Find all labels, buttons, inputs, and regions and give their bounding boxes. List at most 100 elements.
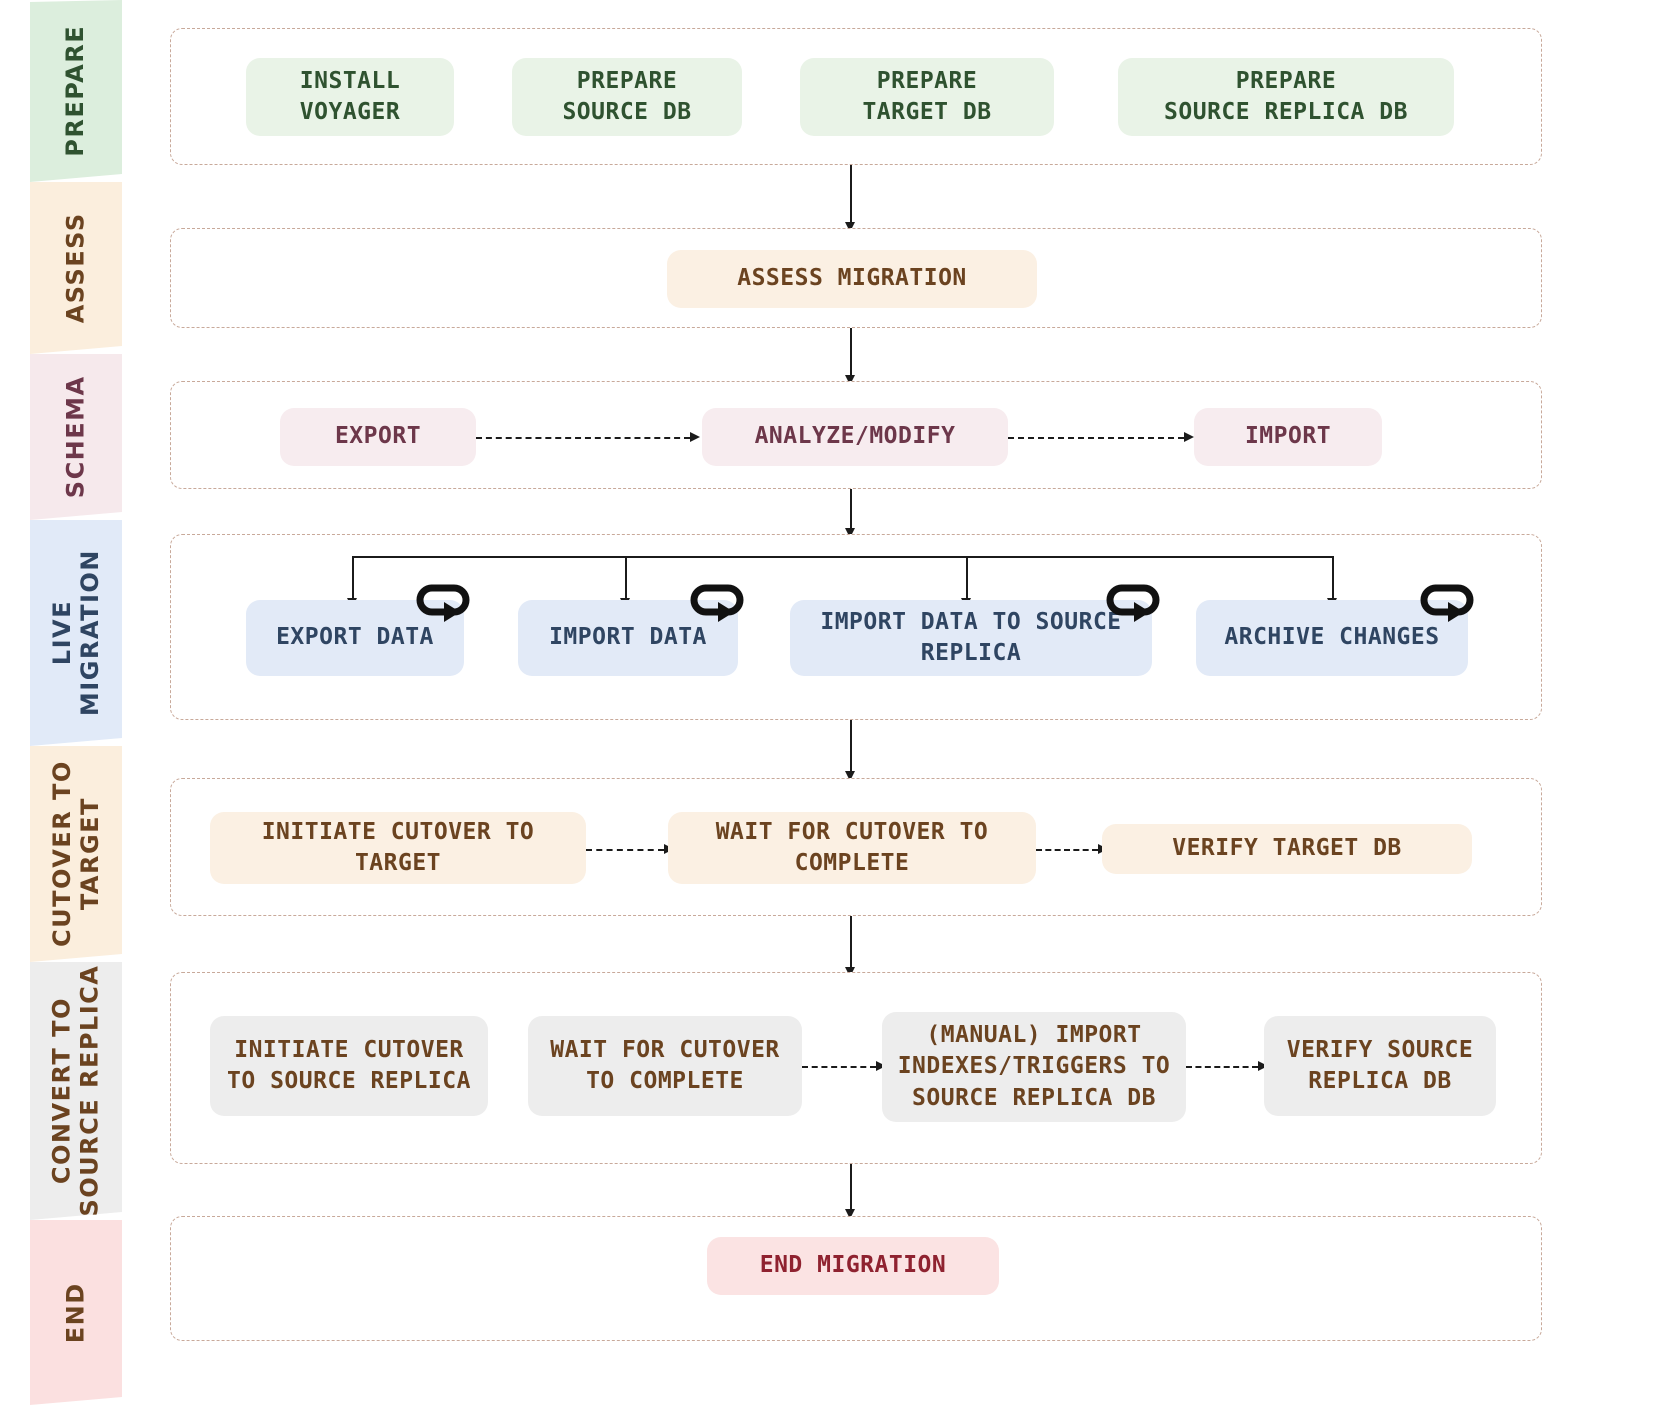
phase-ribbon: PREPARE ASSESS SCHEMA LIVE MIGRATION — [30, 0, 122, 1405]
phase-band-prepare: PREPARE — [30, 0, 122, 182]
node-import-data-to-source-replica-line2: REPLICA — [920, 640, 1022, 666]
connector-wait-to-manual-import — [802, 1066, 876, 1068]
node-prepare-source-db-line2: SOURCE DB — [562, 99, 692, 125]
loop-icon-archive-changes — [1420, 584, 1474, 622]
phase-band-end-shape — [30, 1220, 122, 1405]
node-export-data-label: EXPORT DATA — [276, 624, 434, 651]
node-end-migration-label: END MIGRATION — [759, 1252, 947, 1279]
phase-band-assess-shape — [30, 182, 122, 354]
connector-live-fanout-bus — [352, 556, 1332, 558]
node-prepare-target-db-line2: TARGET DB — [862, 99, 992, 125]
node-wait-for-cutover-to-complete-replica[interactable]: WAIT FOR CUTOVER TO COMPLETE — [528, 1016, 802, 1116]
node-wait-for-cutover-to-complete-line2: COMPLETE — [794, 850, 910, 876]
phase-band-schema-label: SCHEMA — [61, 375, 90, 499]
phase-band-cutover-to-target-shape — [30, 746, 122, 962]
phase-band-cutover-to-target: CUTOVER TO TARGET — [30, 746, 122, 962]
phase-band-live-migration-label-line2: MIGRATION — [75, 549, 103, 717]
node-verify-target-db[interactable]: VERIFY TARGET DB — [1102, 824, 1472, 874]
phase-band-end-label: END — [61, 1282, 90, 1343]
phase-band-end: END — [30, 1220, 122, 1405]
connector-prepare-to-assess — [850, 165, 852, 227]
connector-live-to-cutover-arrow — [845, 771, 855, 781]
connector-schema-to-live-arrow — [845, 528, 855, 538]
connector-schema-to-live — [850, 489, 852, 533]
node-manual-import-indexes-triggers-line3: SOURCE REPLICA DB — [912, 1084, 1156, 1111]
connector-wait-to-manual-import-arrow — [876, 1061, 886, 1071]
node-initiate-cutover-to-target-line2: TARGET — [354, 850, 442, 876]
node-schema-export-label: EXPORT — [334, 423, 422, 450]
phase-band-live-migration-label: LIVE MIGRATION — [47, 549, 103, 717]
node-manual-import-indexes-triggers-line2: INDEXES/TRIGGERS TO — [897, 1053, 1171, 1080]
node-manual-import-indexes-triggers[interactable]: (MANUAL) IMPORT INDEXES/TRIGGERS TO SOUR… — [882, 1012, 1186, 1122]
connector-assess-to-schema-arrow — [845, 375, 855, 385]
connector-manual-import-to-verify-replica — [1186, 1066, 1258, 1068]
phase-band-convert-to-source-replica: CONVERT TO SOURCE REPLICA — [30, 962, 122, 1220]
node-manual-import-indexes-triggers-line1: (MANUAL) IMPORT — [926, 1022, 1142, 1049]
phase-band-convert-label-line1: CONVERT TO — [47, 997, 76, 1185]
connector-convert-to-end-arrow — [845, 1209, 855, 1219]
node-schema-export[interactable]: EXPORT — [280, 408, 476, 466]
node-wait-for-cutover-to-complete[interactable]: WAIT FOR CUTOVER TO COMPLETE — [668, 812, 1036, 884]
node-import-data-to-source-replica-line1: IMPORT DATA TO SOURCE — [820, 608, 1122, 635]
node-wait-for-cutover-to-complete-replica-line1: WAIT FOR CUTOVER — [550, 1036, 780, 1063]
node-prepare-source-replica-db-line1: PREPARE — [1235, 67, 1337, 94]
phase-band-cutover-to-target-label-line1: CUTOVER TO — [47, 760, 76, 948]
connector-prepare-to-assess-arrow — [845, 222, 855, 232]
node-prepare-target-db[interactable]: PREPARE TARGET DB — [800, 58, 1054, 136]
node-verify-source-replica-db[interactable]: VERIFY SOURCE REPLICA DB — [1264, 1016, 1496, 1116]
connector-analyze-to-import — [1008, 437, 1184, 439]
loop-icon-import-data-to-source-replica — [1106, 584, 1160, 622]
connector-manual-import-to-verify-replica-arrow — [1258, 1061, 1268, 1071]
connector-wait-to-verify-target — [1036, 849, 1098, 851]
node-schema-analyze-modify-label: ANALYZE/MODIFY — [754, 423, 956, 450]
node-import-data-to-source-replica[interactable]: IMPORT DATA TO SOURCE REPLICA — [790, 600, 1152, 676]
phase-band-prepare-shape — [30, 0, 122, 182]
node-verify-target-db-label: VERIFY TARGET DB — [1172, 835, 1402, 862]
connector-analyze-to-import-arrow — [1184, 432, 1194, 442]
node-archive-changes[interactable]: ARCHIVE CHANGES — [1196, 600, 1468, 676]
node-initiate-cutover-to-target[interactable]: INITIATE CUTOVER TO TARGET — [210, 812, 586, 884]
phase-band-convert-to-source-replica-shape — [30, 962, 122, 1220]
connector-convert-to-end — [850, 1164, 852, 1214]
connector-cutover-to-convert — [850, 916, 852, 972]
node-schema-import-label: IMPORT — [1244, 423, 1332, 450]
connector-live-branch-import-data — [625, 556, 627, 602]
node-prepare-source-db[interactable]: PREPARE SOURCE DB — [512, 58, 742, 136]
loop-icon-import-data — [690, 584, 744, 622]
node-install-voyager-line2: VOYAGER — [299, 99, 401, 125]
phase-band-live-migration: LIVE MIGRATION — [30, 520, 122, 746]
node-assess-migration-label: ASSESS MIGRATION — [737, 265, 967, 292]
node-assess-migration[interactable]: ASSESS MIGRATION — [667, 250, 1037, 308]
phase-band-cutover-to-target-label: CUTOVER TO TARGET — [47, 760, 103, 948]
node-schema-import[interactable]: IMPORT — [1194, 408, 1382, 466]
connector-assess-to-schema — [850, 328, 852, 380]
node-prepare-target-db-line1: PREPARE — [876, 67, 978, 94]
node-install-voyager[interactable]: INSTALL VOYAGER — [246, 58, 454, 136]
node-initiate-cutover-to-source-replica-line1: INITIATE CUTOVER — [234, 1036, 464, 1063]
node-end-migration[interactable]: END MIGRATION — [707, 1237, 999, 1295]
connector-live-branch-export-data — [352, 556, 354, 602]
node-wait-for-cutover-to-complete-replica-line2: TO COMPLETE — [586, 1068, 744, 1094]
connector-live-branch-archive-changes — [1332, 556, 1334, 602]
phase-band-assess-label: ASSESS — [61, 212, 90, 324]
node-import-data-label: IMPORT DATA — [549, 624, 707, 651]
node-initiate-cutover-to-target-line1: INITIATE CUTOVER TO — [261, 818, 535, 845]
node-initiate-cutover-to-source-replica-line2: TO SOURCE REPLICA — [227, 1068, 471, 1094]
node-prepare-source-replica-db-line2: SOURCE REPLICA DB — [1164, 99, 1408, 125]
phase-band-prepare-label: PREPARE — [61, 25, 90, 157]
node-prepare-source-replica-db[interactable]: PREPARE SOURCE REPLICA DB — [1118, 58, 1454, 136]
phase-band-assess: ASSESS — [30, 182, 122, 354]
node-wait-for-cutover-to-complete-line1: WAIT FOR CUTOVER TO — [715, 818, 989, 845]
node-initiate-cutover-to-source-replica[interactable]: INITIATE CUTOVER TO SOURCE REPLICA — [210, 1016, 488, 1116]
connector-live-branch-import-source-replica — [966, 556, 968, 602]
connector-initiate-to-wait-target — [586, 849, 664, 851]
phase-band-convert-label-line2: SOURCE REPLICA — [75, 965, 103, 1217]
node-schema-analyze-modify[interactable]: ANALYZE/MODIFY — [702, 408, 1008, 466]
connector-export-to-analyze — [476, 437, 690, 439]
node-verify-source-replica-db-line1: VERIFY SOURCE — [1286, 1036, 1474, 1063]
phase-band-live-migration-label-line1: LIVE — [47, 600, 76, 666]
phase-band-live-migration-shape — [30, 520, 122, 746]
phase-band-schema-shape — [30, 354, 122, 520]
phase-band-cutover-to-target-label-line2: TARGET — [75, 797, 103, 911]
